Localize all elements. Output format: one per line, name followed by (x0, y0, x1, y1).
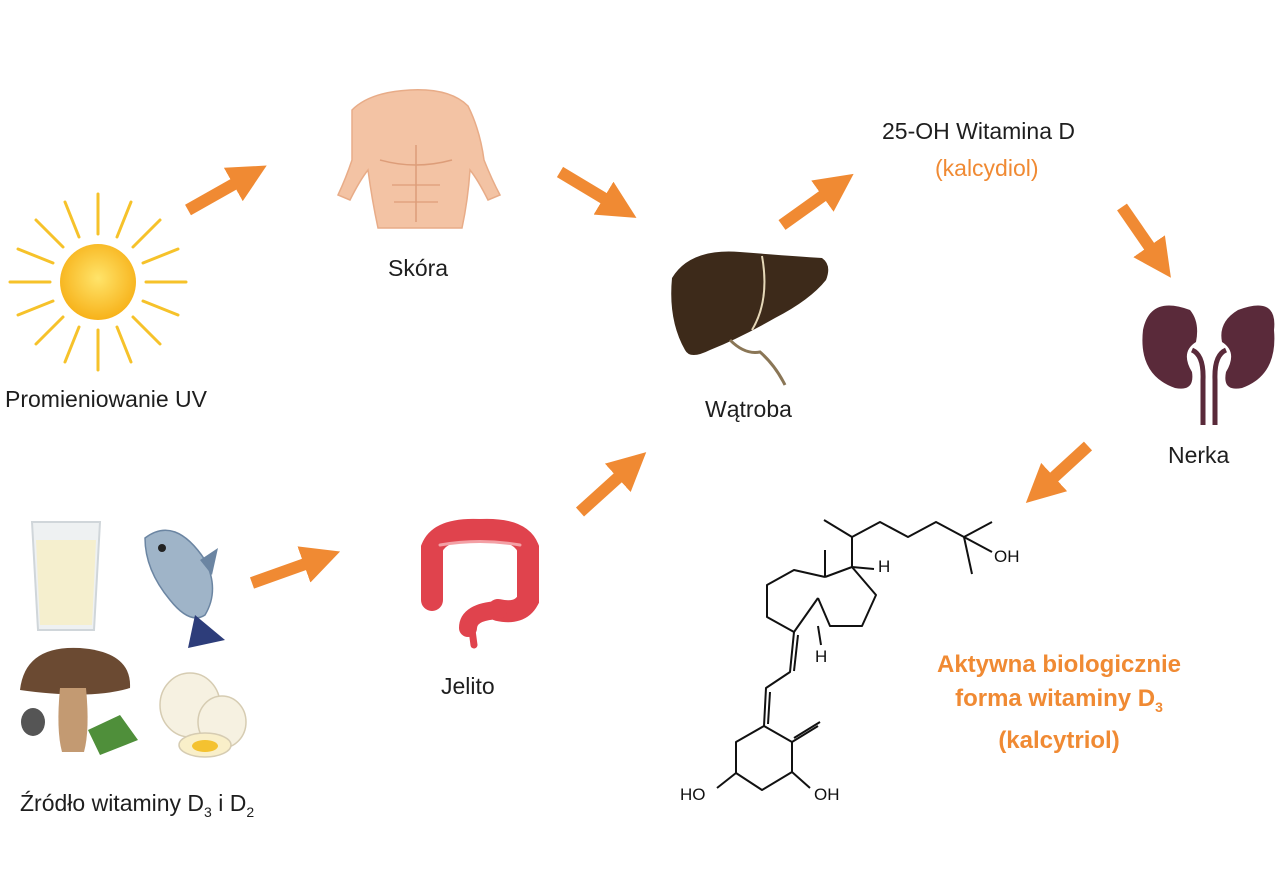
food-label-mid: i D (211, 790, 247, 816)
arrow-gut-to-liver (575, 452, 647, 517)
mol-h-upper: H (878, 557, 890, 576)
sun-icon (8, 192, 188, 372)
mushroom-icon (20, 647, 138, 755)
calcitriol-line1: Aktywna biologicznie (936, 651, 1182, 678)
mol-oh-top: OH (994, 547, 1020, 566)
food-label-prefix: Źródło witaminy D (20, 790, 205, 816)
liver-label: Wątroba (705, 396, 792, 422)
flow-arrows (185, 165, 1171, 589)
calcitriol-line3: (kalcytriol) (998, 727, 1120, 754)
calcitriol-line2: forma witaminy D3 (900, 682, 1218, 724)
calcitriol-line2-sub: 3 (1155, 699, 1163, 715)
calcidiol-line1: 25-OH Witamina D (882, 118, 1075, 144)
arrow-skin-to-liver (556, 166, 637, 218)
kidney-label: Nerka (1168, 442, 1230, 468)
calcitriol-structure (716, 519, 993, 791)
arrow-kidney-to-calcitriol (1025, 441, 1093, 503)
food-label-sub2: 2 (246, 804, 255, 820)
arrow-uv-to-skin (185, 165, 267, 216)
calcitriol-line2-prefix: forma witaminy D (955, 685, 1156, 712)
milk-icon (30, 521, 102, 631)
arrow-calcidiol-to-kidney (1117, 203, 1171, 278)
calcitriol-label: Aktywna biologicznie forma witaminy D3 (… (900, 648, 1218, 758)
fish-icon (144, 529, 225, 648)
egg-icon (159, 672, 247, 758)
calcidiol-line2: (kalcydiol) (935, 155, 1039, 181)
intestine-icon (421, 518, 539, 649)
mol-ho-left: HO (680, 785, 706, 804)
mol-oh-right: OH (814, 785, 840, 804)
liver-icon (671, 251, 829, 386)
uv-label: Promieniowanie UV (5, 386, 207, 412)
food-label-sub1: 3 (204, 804, 212, 820)
food-source-label: Źródło witaminy D3 i D2 (20, 790, 254, 820)
gut-label: Jelito (441, 673, 495, 699)
skin-label: Skóra (388, 255, 449, 281)
arrow-liver-to-calcidiol (778, 173, 854, 230)
mol-h-lower: H (815, 647, 827, 666)
arrow-food-to-gut (249, 546, 341, 589)
torso-icon (336, 89, 502, 229)
kidneys-icon (1142, 305, 1275, 425)
